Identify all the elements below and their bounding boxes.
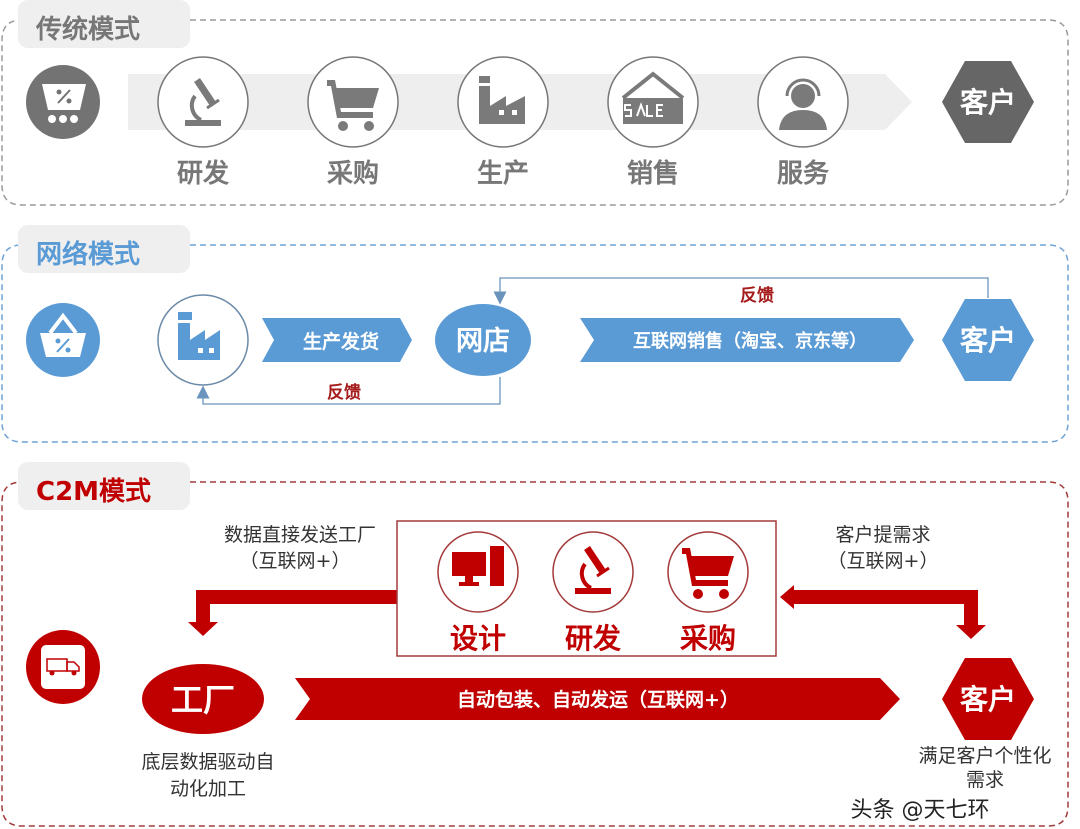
step-4: 销售 <box>607 56 699 189</box>
shopping-cart-percent-icon <box>26 65 100 139</box>
svg-text:客户: 客户 <box>960 324 1016 357</box>
svg-text:客户提需求: 客户提需求 <box>835 524 930 546</box>
arrow-online-sales <box>580 318 914 362</box>
svg-text:互联网销售（淘宝、京东等）: 互联网销售（淘宝、京东等） <box>633 330 867 352</box>
svg-text:（互联网+）: （互联网+） <box>240 550 351 572</box>
step-label: 销售 <box>627 158 679 189</box>
item-label: 研发 <box>565 622 621 655</box>
c2m-item-2: 研发 <box>552 531 634 655</box>
customer-hexagon: 客户 <box>942 61 1034 143</box>
title-tab <box>18 0 190 48</box>
shopping-cart-icon <box>307 56 399 148</box>
computer-icon <box>437 531 519 613</box>
svg-text:需求: 需求 <box>966 769 1004 791</box>
customer-hexagon: 客户 <box>942 658 1034 740</box>
svg-text:自动包装、自动发运（互联网+）: 自动包装、自动发运（互联网+） <box>457 688 739 711</box>
svg-text:网店: 网店 <box>456 326 510 357</box>
feedback-line-top <box>493 277 989 305</box>
microscope-icon <box>157 56 249 148</box>
svg-text:（互联网+）: （互联网+） <box>828 550 939 572</box>
factory-icon <box>457 56 549 148</box>
microscope-icon <box>552 531 634 613</box>
step-1: 研发 <box>157 56 249 189</box>
step-label: 采购 <box>327 159 379 189</box>
feedback-line-bottom <box>196 377 501 405</box>
headset-agent-icon <box>757 56 849 148</box>
title-tab <box>18 462 190 510</box>
step-label: 服务 <box>777 159 829 189</box>
title-tab <box>18 225 190 273</box>
svg-text:生产发货: 生产发货 <box>303 330 379 353</box>
arrow-customer-demand <box>780 585 986 639</box>
sale-tag-icon <box>607 56 699 148</box>
svg-text:客户: 客户 <box>960 86 1016 119</box>
arrow-production-shipping <box>262 318 412 362</box>
traditional-section: 传统模式 研发 采购 生产 销售 服务 客户 <box>1 0 1069 206</box>
section-title: C2M模式 <box>36 477 151 507</box>
svg-text:数据直接发送工厂: 数据直接发送工厂 <box>224 524 376 546</box>
c2m-section: C2M模式 数据直接发送工厂 （互联网+） 客户提需求 （互联网+） 设计 研发 采… <box>1 462 1069 827</box>
svg-text:反馈: 反馈 <box>740 285 774 306</box>
customer-hexagon: 客户 <box>942 299 1034 381</box>
step-label: 研发 <box>177 158 229 189</box>
auto-packing-banner <box>295 678 900 720</box>
item-label: 设计 <box>450 622 506 655</box>
network-section: 网络模式 生产发货 网店 互联网销售（淘宝、京东等） 客户 反馈 反馈 <box>1 225 1069 443</box>
online-shop-node <box>435 304 531 376</box>
factory-icon <box>157 294 249 386</box>
svg-text:工厂: 工厂 <box>171 681 235 719</box>
svg-text:反馈: 反馈 <box>327 382 361 403</box>
step-2: 采购 <box>307 56 399 189</box>
factory-node <box>142 664 264 734</box>
svg-text:动化加工: 动化加工 <box>170 778 246 800</box>
svg-text:底层数据驱动自: 底层数据驱动自 <box>141 751 274 773</box>
c2m-item-1: 设计 <box>437 531 519 655</box>
section-border <box>1 244 1069 443</box>
step-label: 生产 <box>477 159 529 189</box>
delivery-truck-icon <box>26 630 100 704</box>
shopping-basket-percent-icon <box>26 303 100 377</box>
section-title: 传统模式 <box>35 14 140 45</box>
item-label: 采购 <box>680 622 736 655</box>
step-5: 服务 <box>757 56 849 189</box>
svg-text:满足客户个性化: 满足客户个性化 <box>918 745 1051 767</box>
c2m-item-3: 采购 <box>667 531 749 655</box>
shopping-cart-icon <box>667 531 749 613</box>
step-3: 生产 <box>457 56 549 189</box>
svg-text:客户: 客户 <box>960 683 1016 716</box>
watermark: 头条 @天七环 <box>851 798 990 823</box>
section-title: 网络模式 <box>36 239 140 270</box>
arrow-data-to-factory <box>188 585 412 636</box>
